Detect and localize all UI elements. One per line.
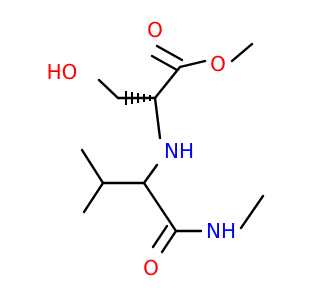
stereo-hash-wedge <box>125 91 151 105</box>
bond-ester-carbonyl-double <box>150 54 179 72</box>
atom-labels: O O HO NH NH O <box>47 18 236 280</box>
bond-n-methyl <box>239 194 265 230</box>
bond-nh-ch <box>142 163 159 185</box>
bond-ch2-hydroxyl <box>97 78 120 100</box>
atom-hydroxyl: HO <box>47 60 78 84</box>
bond-methoxy <box>230 42 254 63</box>
bond-layer <box>80 42 265 254</box>
bond-isopropyl-methyl-down <box>82 181 105 214</box>
atom-amine-nh: NH <box>164 139 194 163</box>
atom-oxygen-ester: O <box>210 52 226 76</box>
molecule-structure: O O HO NH NH O <box>47 18 265 280</box>
atom-amide-nh: NH <box>206 219 236 243</box>
bond-amide-carbonyl-double <box>151 224 169 249</box>
bond-alpha-nh <box>153 96 162 140</box>
bond-ch-amide-c <box>142 181 178 233</box>
bond-carbonyl-alpha <box>153 65 182 100</box>
bond-amide-carbonyl-double <box>160 229 178 254</box>
bond-ester-carbonyl-double <box>155 44 184 62</box>
bond-isopropyl-methyl-up <box>80 148 105 185</box>
bond-ester-c-o <box>178 59 207 69</box>
atom-oxygen-carbonyl-bottom: O <box>143 256 159 280</box>
atom-oxygen-carbonyl-top: O <box>147 18 163 42</box>
